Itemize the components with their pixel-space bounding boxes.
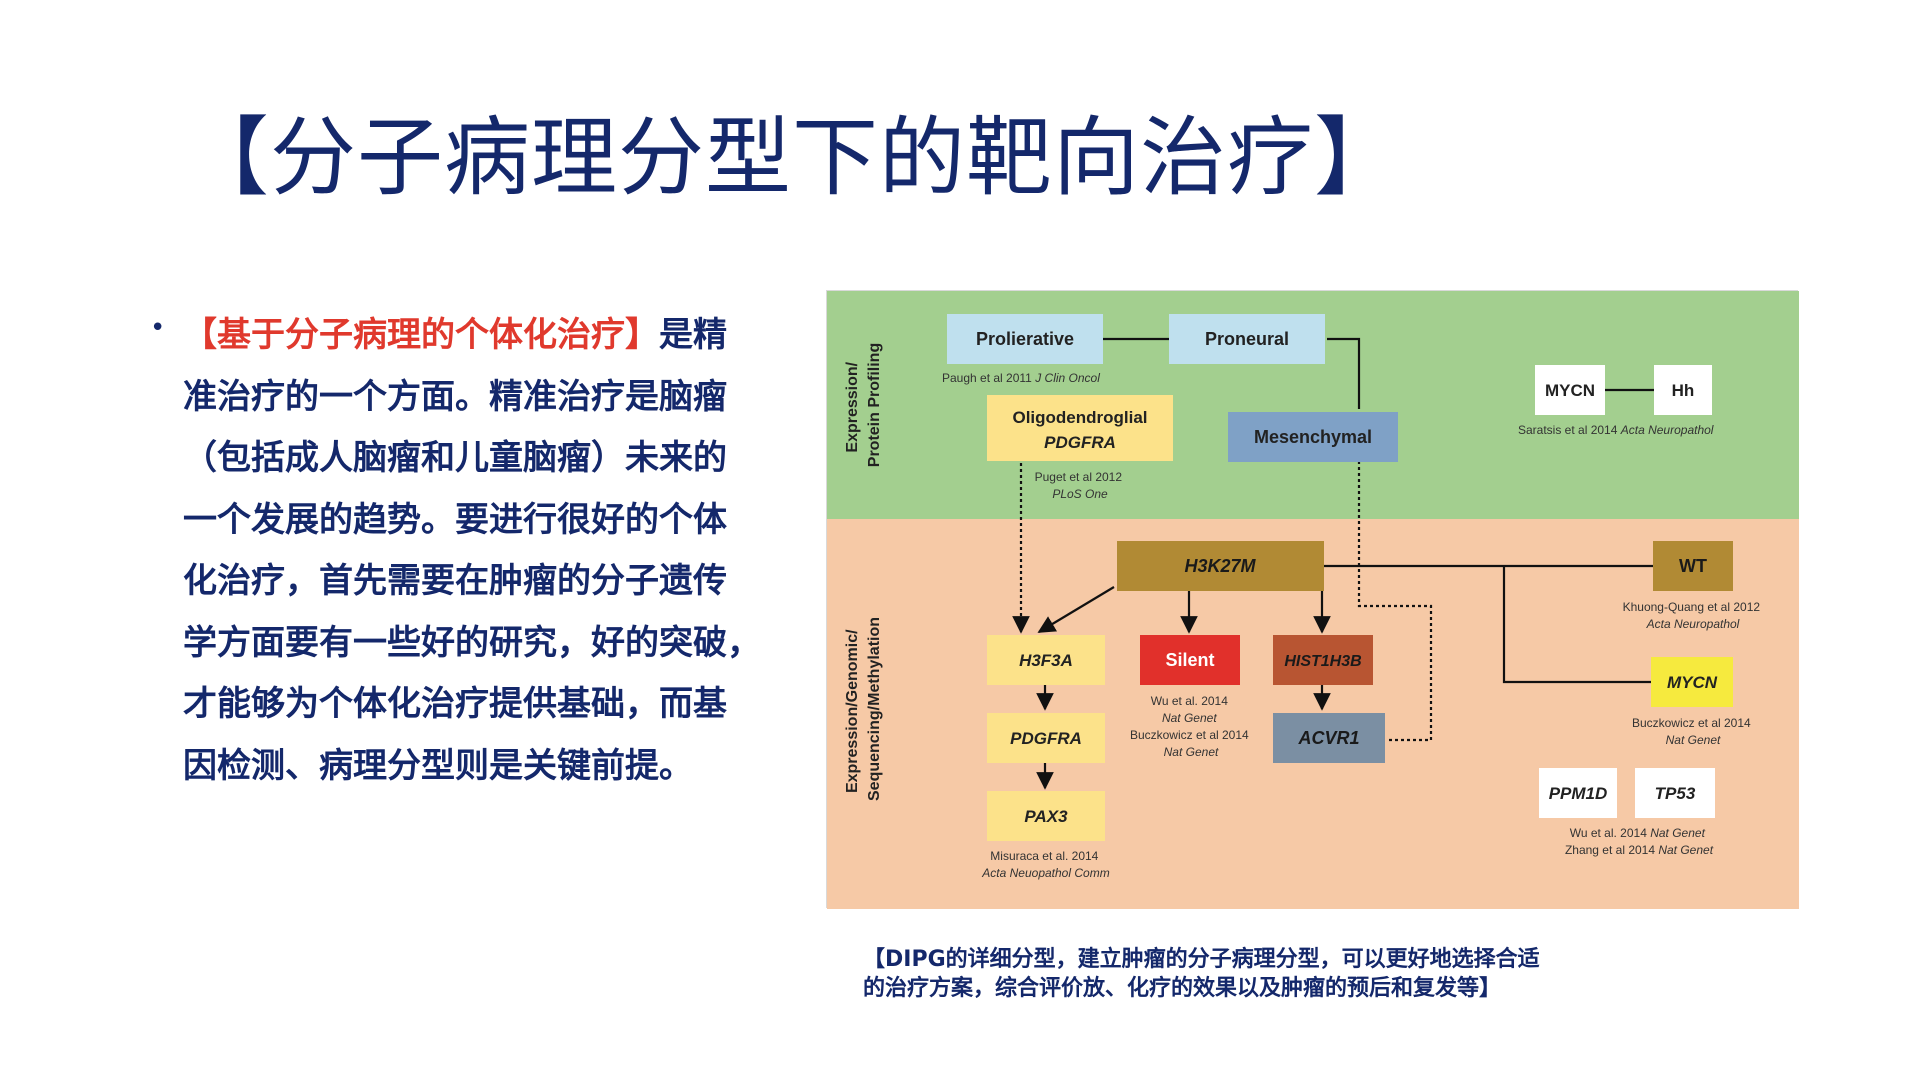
connector-to-mycn bbox=[1502, 566, 1651, 684]
bullet-line-6: 学方面要有一些好的研究，好的突破， bbox=[183, 622, 761, 663]
bullet-line-4: 一个发展的趋势。要进行很好的个体 bbox=[183, 499, 727, 540]
caption-line-2: 的治疗方案，综合评价放、化疗的效果以及肿瘤的预后和复发等】 bbox=[863, 976, 1502, 1001]
tp53-box bbox=[1635, 768, 1715, 818]
arrow-h3k27m-h3f3a bbox=[1037, 586, 1115, 633]
bullet-line-2: 准治疗的一个方面。精准治疗是脑瘤 bbox=[183, 376, 727, 417]
oligodendroglial-gene: PDGFRA bbox=[1044, 433, 1116, 452]
h3k27m-box bbox=[1117, 541, 1324, 591]
hist1h3b-box bbox=[1273, 635, 1373, 685]
caption-line-1: 【DIPG的详细分型，建立肿瘤的分子病理分型，可以更好地选择合适 bbox=[863, 947, 1540, 972]
pdgfra-box bbox=[987, 713, 1105, 763]
bullet-line-1: 是精 bbox=[659, 315, 727, 355]
hh-box bbox=[1654, 365, 1712, 415]
ref-misuraca: Misuraca et al. 2014 Acta Neuopathol Com… bbox=[981, 849, 1109, 880]
dotted-connectors bbox=[1012, 461, 1433, 742]
slide-title: 【分子病理分型下的靶向治疗】 bbox=[183, 108, 1401, 208]
bullet-marker: • bbox=[150, 313, 166, 343]
prolierative-label: Prolierative bbox=[976, 329, 1074, 349]
silent-box bbox=[1140, 635, 1240, 685]
mesenchymal-box bbox=[1228, 412, 1398, 462]
proneural-box bbox=[1169, 314, 1325, 364]
highlight-phrase: 【基于分子病理的个体化治疗】 bbox=[183, 315, 659, 355]
proneural-label: Proneural bbox=[1205, 329, 1289, 349]
mesenchymal-label: Mesenchymal bbox=[1254, 427, 1372, 447]
bullet-text: 【基于分子病理的个体化治疗】是精准治疗的一个方面。精准治疗是脑瘤 （包括成人脑瘤和… bbox=[183, 305, 785, 797]
ref-buczkowicz: Buczkowicz et al 2014 Nat Genet bbox=[1632, 716, 1754, 747]
tp53-label: TP53 bbox=[1655, 784, 1696, 803]
acvr1-box bbox=[1273, 713, 1385, 763]
hh-label: Hh bbox=[1672, 381, 1695, 400]
connector-proneural-mesenchymal bbox=[1327, 337, 1361, 409]
bullet-line-7: 才能够为个体化治疗提供基础，而基 bbox=[183, 684, 727, 724]
top-band-label: Expression/ Protein Profiling bbox=[844, 343, 883, 467]
bullet-line-8: 因检测、病理分型则是关键前提。 bbox=[183, 745, 693, 786]
hist1h3b-label: HIST1H3B bbox=[1284, 653, 1361, 670]
mycn-bottom-label: MYCN bbox=[1667, 673, 1718, 692]
pdgfra-label: PDGFRA bbox=[1010, 729, 1082, 748]
oligodendroglial-box bbox=[987, 395, 1173, 461]
mycn-top-box bbox=[1535, 365, 1605, 415]
prolierative-box bbox=[947, 314, 1103, 364]
h3k27m-label: H3K27M bbox=[1184, 556, 1256, 576]
h3f3a-label: H3F3A bbox=[1019, 651, 1073, 670]
ref-khuong: Khuong-Quang et al 2012 Acta Neuropathol bbox=[1623, 600, 1764, 631]
mycn-bottom-box bbox=[1651, 657, 1733, 707]
wt-label: WT bbox=[1679, 556, 1707, 576]
dipg-classification-diagram: Expression/ Protein Profiling Expression… bbox=[826, 290, 1799, 909]
ref-wu-zhang: Wu et al. 2014 Nat Genet Zhang et al 201… bbox=[1565, 826, 1714, 857]
bullet-line-5: 化治疗，首先需要在肿瘤的分子遗传 bbox=[183, 561, 727, 601]
acvr1-label: ACVR1 bbox=[1297, 728, 1359, 748]
bullet-line-3: （包括成人脑瘤和儿童脑瘤）未来的 bbox=[183, 438, 727, 478]
wt-box bbox=[1653, 541, 1733, 591]
diagram-canvas: Expression/ Protein Profiling Expression… bbox=[827, 291, 1799, 909]
bullet-paragraph: • 【基于分子病理的个体化治疗】是精准治疗的一个方面。精准治疗是脑瘤 （包括成人脑… bbox=[150, 305, 790, 797]
h3f3a-box bbox=[987, 635, 1105, 685]
ref-paugh: Paugh et al 2011 J Clin Oncol bbox=[942, 371, 1100, 385]
ppm1d-box bbox=[1539, 768, 1617, 818]
pax3-box bbox=[987, 791, 1105, 841]
silent-label: Silent bbox=[1165, 650, 1214, 670]
pax3-label: PAX3 bbox=[1024, 807, 1068, 826]
dotted-mesenchymal-acvr1 bbox=[1357, 461, 1433, 742]
ref-wu-buczkowicz: Wu et al. 2014 Nat Genet Buczkowicz et a… bbox=[1130, 694, 1252, 759]
oligodendroglial-label: Oligodendroglial bbox=[1012, 408, 1147, 427]
ref-saratsis: Saratsis et al 2014 Acta Neuropathol bbox=[1518, 423, 1714, 437]
ppm1d-label: PPM1D bbox=[1549, 784, 1608, 803]
bottom-band-label: Expression/Genomic/ Sequencing/Methylati… bbox=[844, 617, 883, 801]
mycn-top-label: MYCN bbox=[1545, 381, 1595, 400]
figure-caption: 【DIPG的详细分型，建立肿瘤的分子病理分型，可以更好地选择合适 的治疗方案，综… bbox=[863, 945, 1663, 1003]
ref-puget: Puget et al 2012 PLoS One bbox=[1035, 470, 1126, 501]
